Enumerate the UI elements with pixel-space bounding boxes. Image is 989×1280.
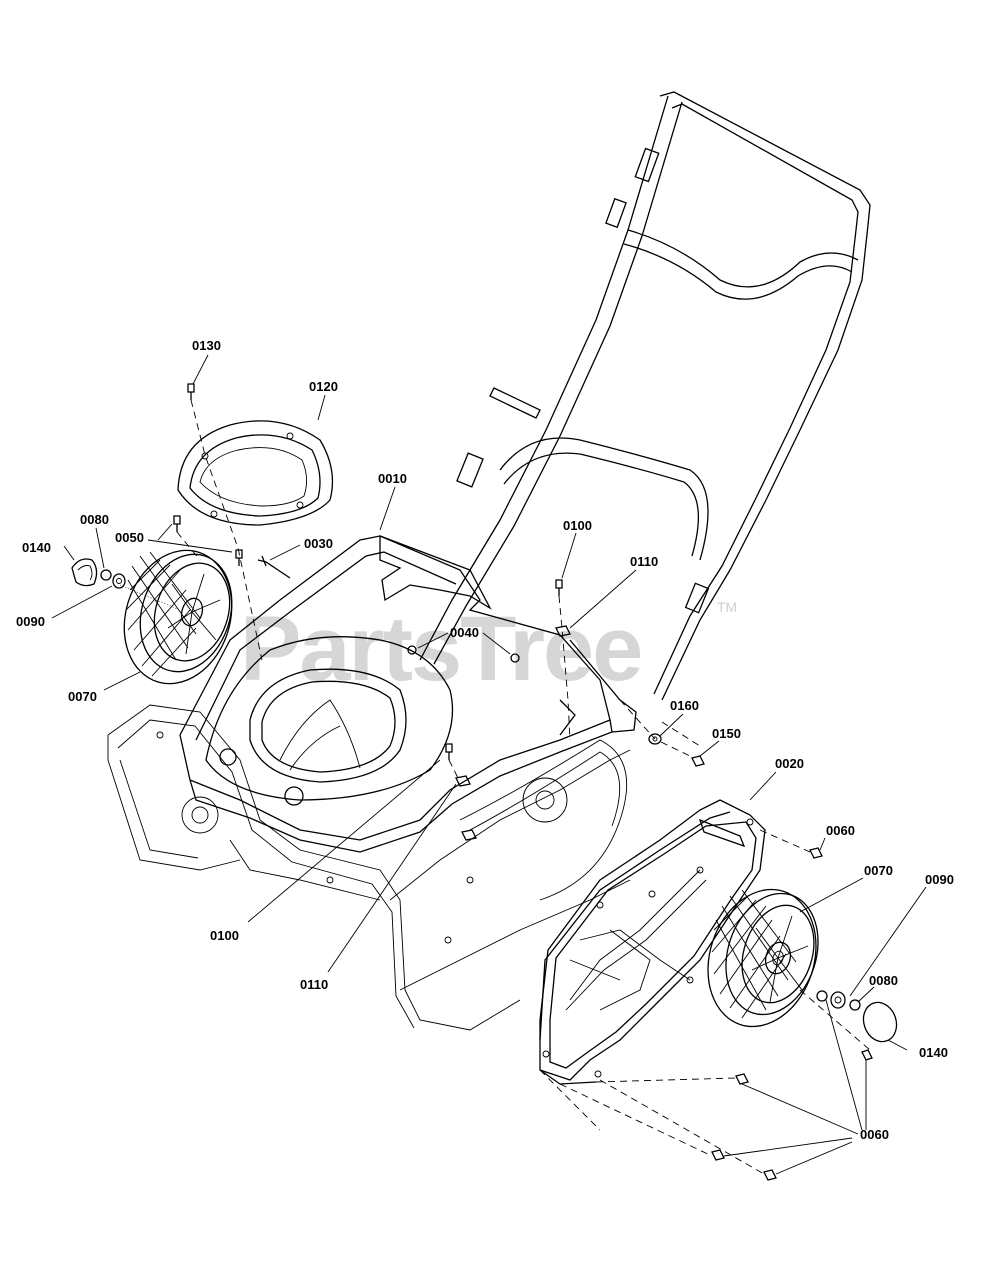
callout-0010: 0010 (378, 471, 407, 486)
callout-0070-right: 0070 (864, 863, 893, 878)
side-cover-0020 (539, 799, 766, 1085)
handle-assembly (419, 91, 871, 701)
leader-lines (51, 354, 927, 1175)
hardware-center (407, 579, 705, 841)
callout-0100-upper: 0100 (563, 518, 592, 533)
callout-0090-left: 0090 (16, 614, 45, 629)
callout-0080-right: 0080 (869, 973, 898, 988)
washer-0090-left (112, 573, 126, 589)
callout-0090-right: 0090 (925, 872, 954, 887)
callout-0060-top: 0060 (826, 823, 855, 838)
washer-0160 (648, 733, 662, 745)
callout-0110-lower: 0110 (300, 977, 328, 992)
bolt-0100-upper (555, 579, 563, 596)
assembly-lines (119, 399, 871, 1175)
cap-0140-right (862, 1001, 898, 1043)
bolt-0060-top (809, 847, 823, 859)
callout-0130: 0130 (192, 338, 221, 353)
watermark: PartsTree TM (240, 598, 737, 700)
washer-0090-right (830, 991, 846, 1009)
callout-0060-bottom: 0060 (860, 1127, 889, 1142)
callout-0100-lower: 0100 (210, 928, 239, 943)
callout-0020: 0020 (775, 756, 804, 771)
callout-labels: 0130 0120 0010 0080 0050 0030 0140 0090 … (16, 338, 954, 1142)
wheel-left-0070 (123, 549, 233, 685)
chute-ring-0120 (177, 420, 334, 526)
wheel-right-0070 (707, 888, 819, 1028)
callout-0050: 0050 (115, 530, 144, 545)
callout-0070-left: 0070 (68, 689, 97, 704)
cap-0140-left (71, 558, 98, 587)
callout-0150: 0150 (712, 726, 741, 741)
nut-0040-a (407, 645, 417, 655)
nut-0110-lower (455, 775, 471, 787)
nut-0040-b (510, 653, 520, 663)
hardware-right (711, 847, 898, 1181)
callout-0140-right: 0140 (919, 1045, 948, 1060)
shroud-0010 (179, 535, 637, 853)
hardware-left (71, 383, 291, 589)
nut-0080-right (849, 999, 861, 1011)
bolt-0100-lower (445, 743, 453, 760)
nut-0060-hub (816, 990, 828, 1002)
callout-0120: 0120 (309, 379, 338, 394)
callout-0030: 0030 (304, 536, 333, 551)
callout-0110-upper: 0110 (630, 554, 658, 569)
nut-0080-left (100, 569, 112, 581)
nut-0110-upper (555, 625, 571, 637)
bolt-0150 (691, 755, 705, 767)
callout-0160: 0160 (670, 698, 699, 713)
callout-0040: 0040 (450, 625, 479, 640)
callout-0080-left: 0080 (80, 512, 109, 527)
auger-housing (107, 704, 631, 1031)
watermark-trademark: TM (717, 599, 737, 615)
callout-0140-left: 0140 (22, 540, 51, 555)
